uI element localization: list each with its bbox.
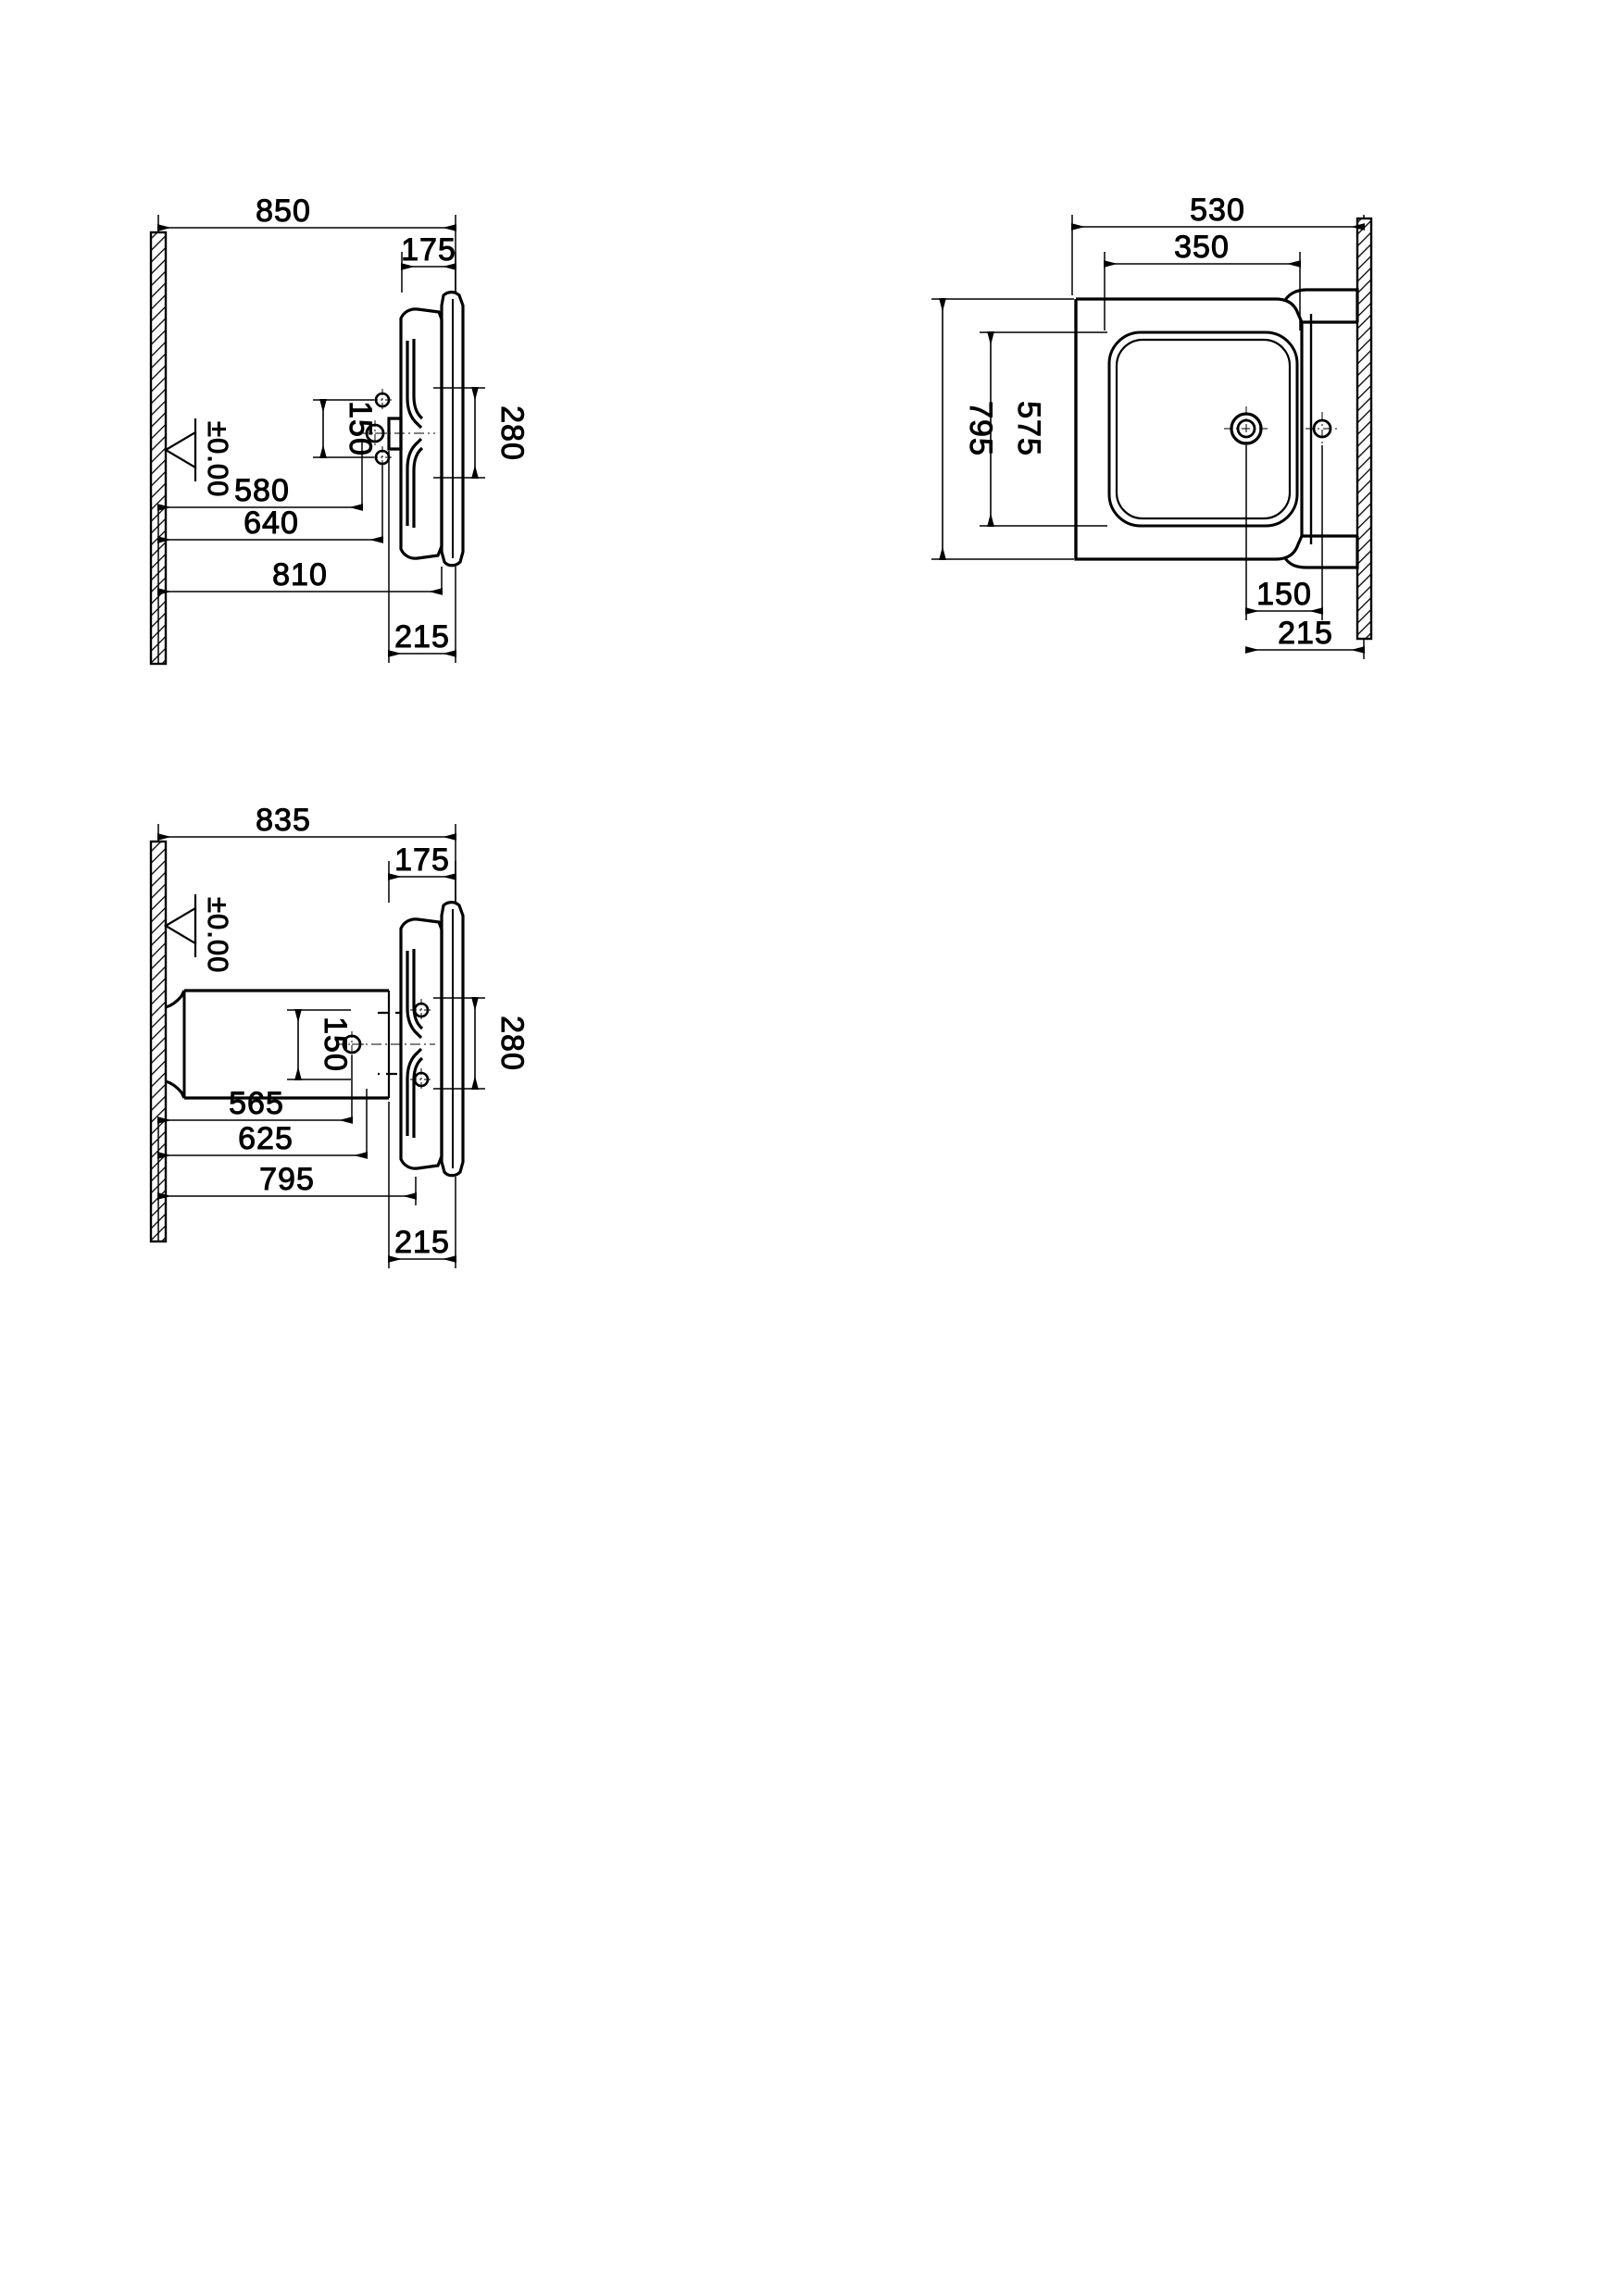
dim-label-175-v1: 175 <box>401 232 456 268</box>
dim-215-v3 <box>388 1102 456 1268</box>
dim-label-215-v2: 215 <box>1278 616 1333 651</box>
dim-795-v3 <box>157 1177 417 1205</box>
dim-label-280-v1: 280 <box>494 405 530 461</box>
overflow-hole-v2 <box>1305 412 1339 445</box>
wall-section-v2 <box>1355 217 1373 641</box>
dim-625-v3 <box>157 1089 368 1159</box>
dim-label-640-v1: 640 <box>244 505 299 541</box>
dim-810-v1 <box>157 567 443 595</box>
dim-label-850-v1: 850 <box>256 193 311 229</box>
basin-plan-outline-v2 <box>1074 288 1359 569</box>
dim-label-530-v2: 530 <box>1190 193 1245 228</box>
dim-label-280-v3: 280 <box>494 1016 530 1071</box>
dim-215-v1 <box>388 451 456 663</box>
dim-label-150-v3: 150 <box>318 1017 353 1072</box>
dim-150-v3 <box>287 1009 351 1080</box>
dim-175-v3 <box>388 861 456 903</box>
dim-150-v1 <box>313 399 374 458</box>
view-plan-top-right: 530 350 <box>931 193 1373 659</box>
dim-label-175-v3: 175 <box>394 842 450 878</box>
dim-530-v2 <box>1071 215 1365 295</box>
fixing-hole-upper-v1 <box>371 389 394 411</box>
dim-175-v1 <box>401 252 456 293</box>
dim-label-580-v1: 580 <box>234 473 290 508</box>
dim-label-150-v2: 150 <box>1256 577 1312 612</box>
dim-575-v2 <box>980 331 1107 527</box>
dim-label-835-v3: 835 <box>256 803 311 838</box>
datum-marker-v3 <box>163 894 197 957</box>
basin-profile-v1 <box>387 291 465 568</box>
dim-label-215-v3: 215 <box>394 1225 450 1260</box>
dim-label-350-v2: 350 <box>1174 230 1230 265</box>
dim-565-v3 <box>157 1055 353 1241</box>
dim-label-810-v1: 810 <box>272 557 328 592</box>
dim-label-565-v3: 565 <box>229 1086 284 1121</box>
basin-profile-v3 <box>399 901 465 1178</box>
pedestal-trap-arm-v3 <box>165 989 403 1100</box>
dim-label-575-v2: 575 <box>1011 401 1046 456</box>
fixing-hole-lower-v3 <box>410 1068 432 1091</box>
dim-215-v2 <box>1245 639 1365 659</box>
dim-label-150-v1: 150 <box>343 401 378 456</box>
dim-580-v1 <box>157 441 363 664</box>
dim-label-795-v2: 795 <box>963 401 998 456</box>
dim-280-v1 <box>433 387 485 479</box>
view-side-elevation-top-left: ±0.00 850 175 <box>149 193 531 666</box>
dim-795-v2 <box>931 298 1074 560</box>
dim-label-datum-v1: ±0.00 <box>202 421 234 497</box>
dim-label-625-v3: 625 <box>238 1121 294 1156</box>
dim-150-v2 <box>1245 445 1323 620</box>
view-side-elevation-bottom-left: ±0.00 835 175 <box>149 803 531 1268</box>
dim-280-v3 <box>433 997 485 1090</box>
dim-640-v1 <box>157 465 383 543</box>
dim-label-795-v3: 795 <box>259 1162 315 1197</box>
drain-hole-v2 <box>1224 406 1268 451</box>
dim-label-datum-v3: ±0.00 <box>202 897 234 973</box>
fixing-hole-upper-v3 <box>410 999 432 1021</box>
datum-marker-v1 <box>163 418 197 481</box>
dim-label-215-v1: 215 <box>394 619 450 655</box>
